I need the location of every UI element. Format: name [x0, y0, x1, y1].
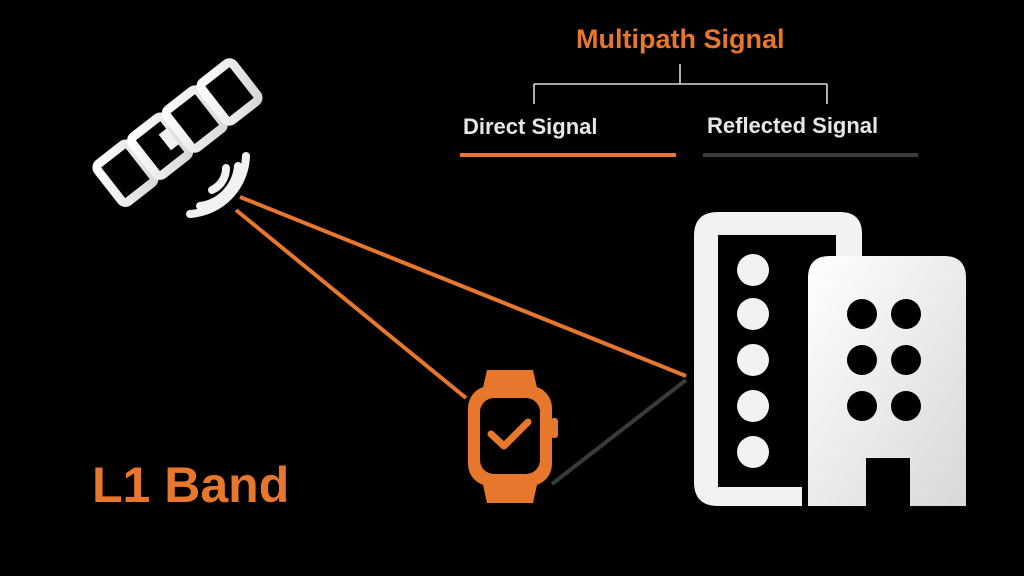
- legend-title: Multipath Signal: [576, 24, 785, 54]
- reflected-signal-label: Reflected Signal: [707, 113, 879, 138]
- legend-bracket: [533, 64, 828, 104]
- smartwatch-icon: [468, 370, 558, 503]
- building-icon: [694, 212, 966, 506]
- reflected-signal-path: [550, 378, 688, 486]
- band-label: L1 Band: [92, 457, 290, 513]
- direct-signal-label: Direct Signal: [463, 114, 598, 139]
- direct-signal-to-watch: [234, 208, 468, 400]
- satellite-icon: [92, 58, 263, 207]
- signal-waves-icon: [186, 152, 250, 218]
- direct-signal-to-building: [239, 195, 687, 378]
